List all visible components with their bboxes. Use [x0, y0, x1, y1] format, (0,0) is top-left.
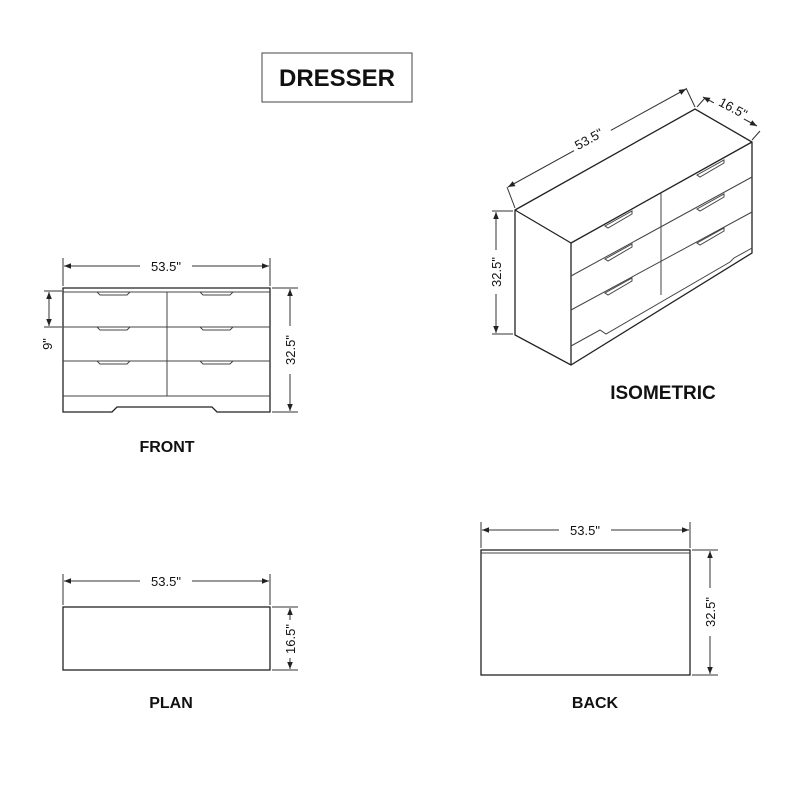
isometric-label: ISOMETRIC	[610, 383, 716, 404]
drawer-handles	[96, 291, 234, 365]
iso-depth-dimension: 16.5"	[716, 94, 750, 121]
back-height-dimension: 32.5"	[703, 597, 718, 627]
isometric-view: 53.5" 16.5" 32.5" ISOMETRIC	[488, 87, 761, 404]
iso-drawer-handles	[604, 159, 725, 296]
iso-height-dimension: 32.5"	[489, 257, 504, 287]
front-view: 53.5" 32.5" 9" FRONT	[40, 257, 298, 456]
back-view: 53.5" 32.5" BACK	[480, 521, 718, 712]
back-width-dimension: 53.5"	[570, 523, 600, 538]
title: DRESSER	[279, 65, 395, 92]
front-label: FRONT	[139, 439, 194, 456]
plan-depth-dimension: 16.5"	[283, 624, 298, 654]
plan-view: 53.5" 16.5" PLAN	[62, 572, 298, 712]
front-width-dimension: 53.5"	[151, 259, 181, 274]
front-height-dimension: 32.5"	[283, 335, 298, 365]
drawer-height-dimension: 9"	[40, 338, 55, 350]
back-label: BACK	[572, 695, 619, 712]
plan-label: PLAN	[149, 695, 193, 712]
plan-width-dimension: 53.5"	[151, 574, 181, 589]
title-box: DRESSER	[261, 52, 413, 103]
